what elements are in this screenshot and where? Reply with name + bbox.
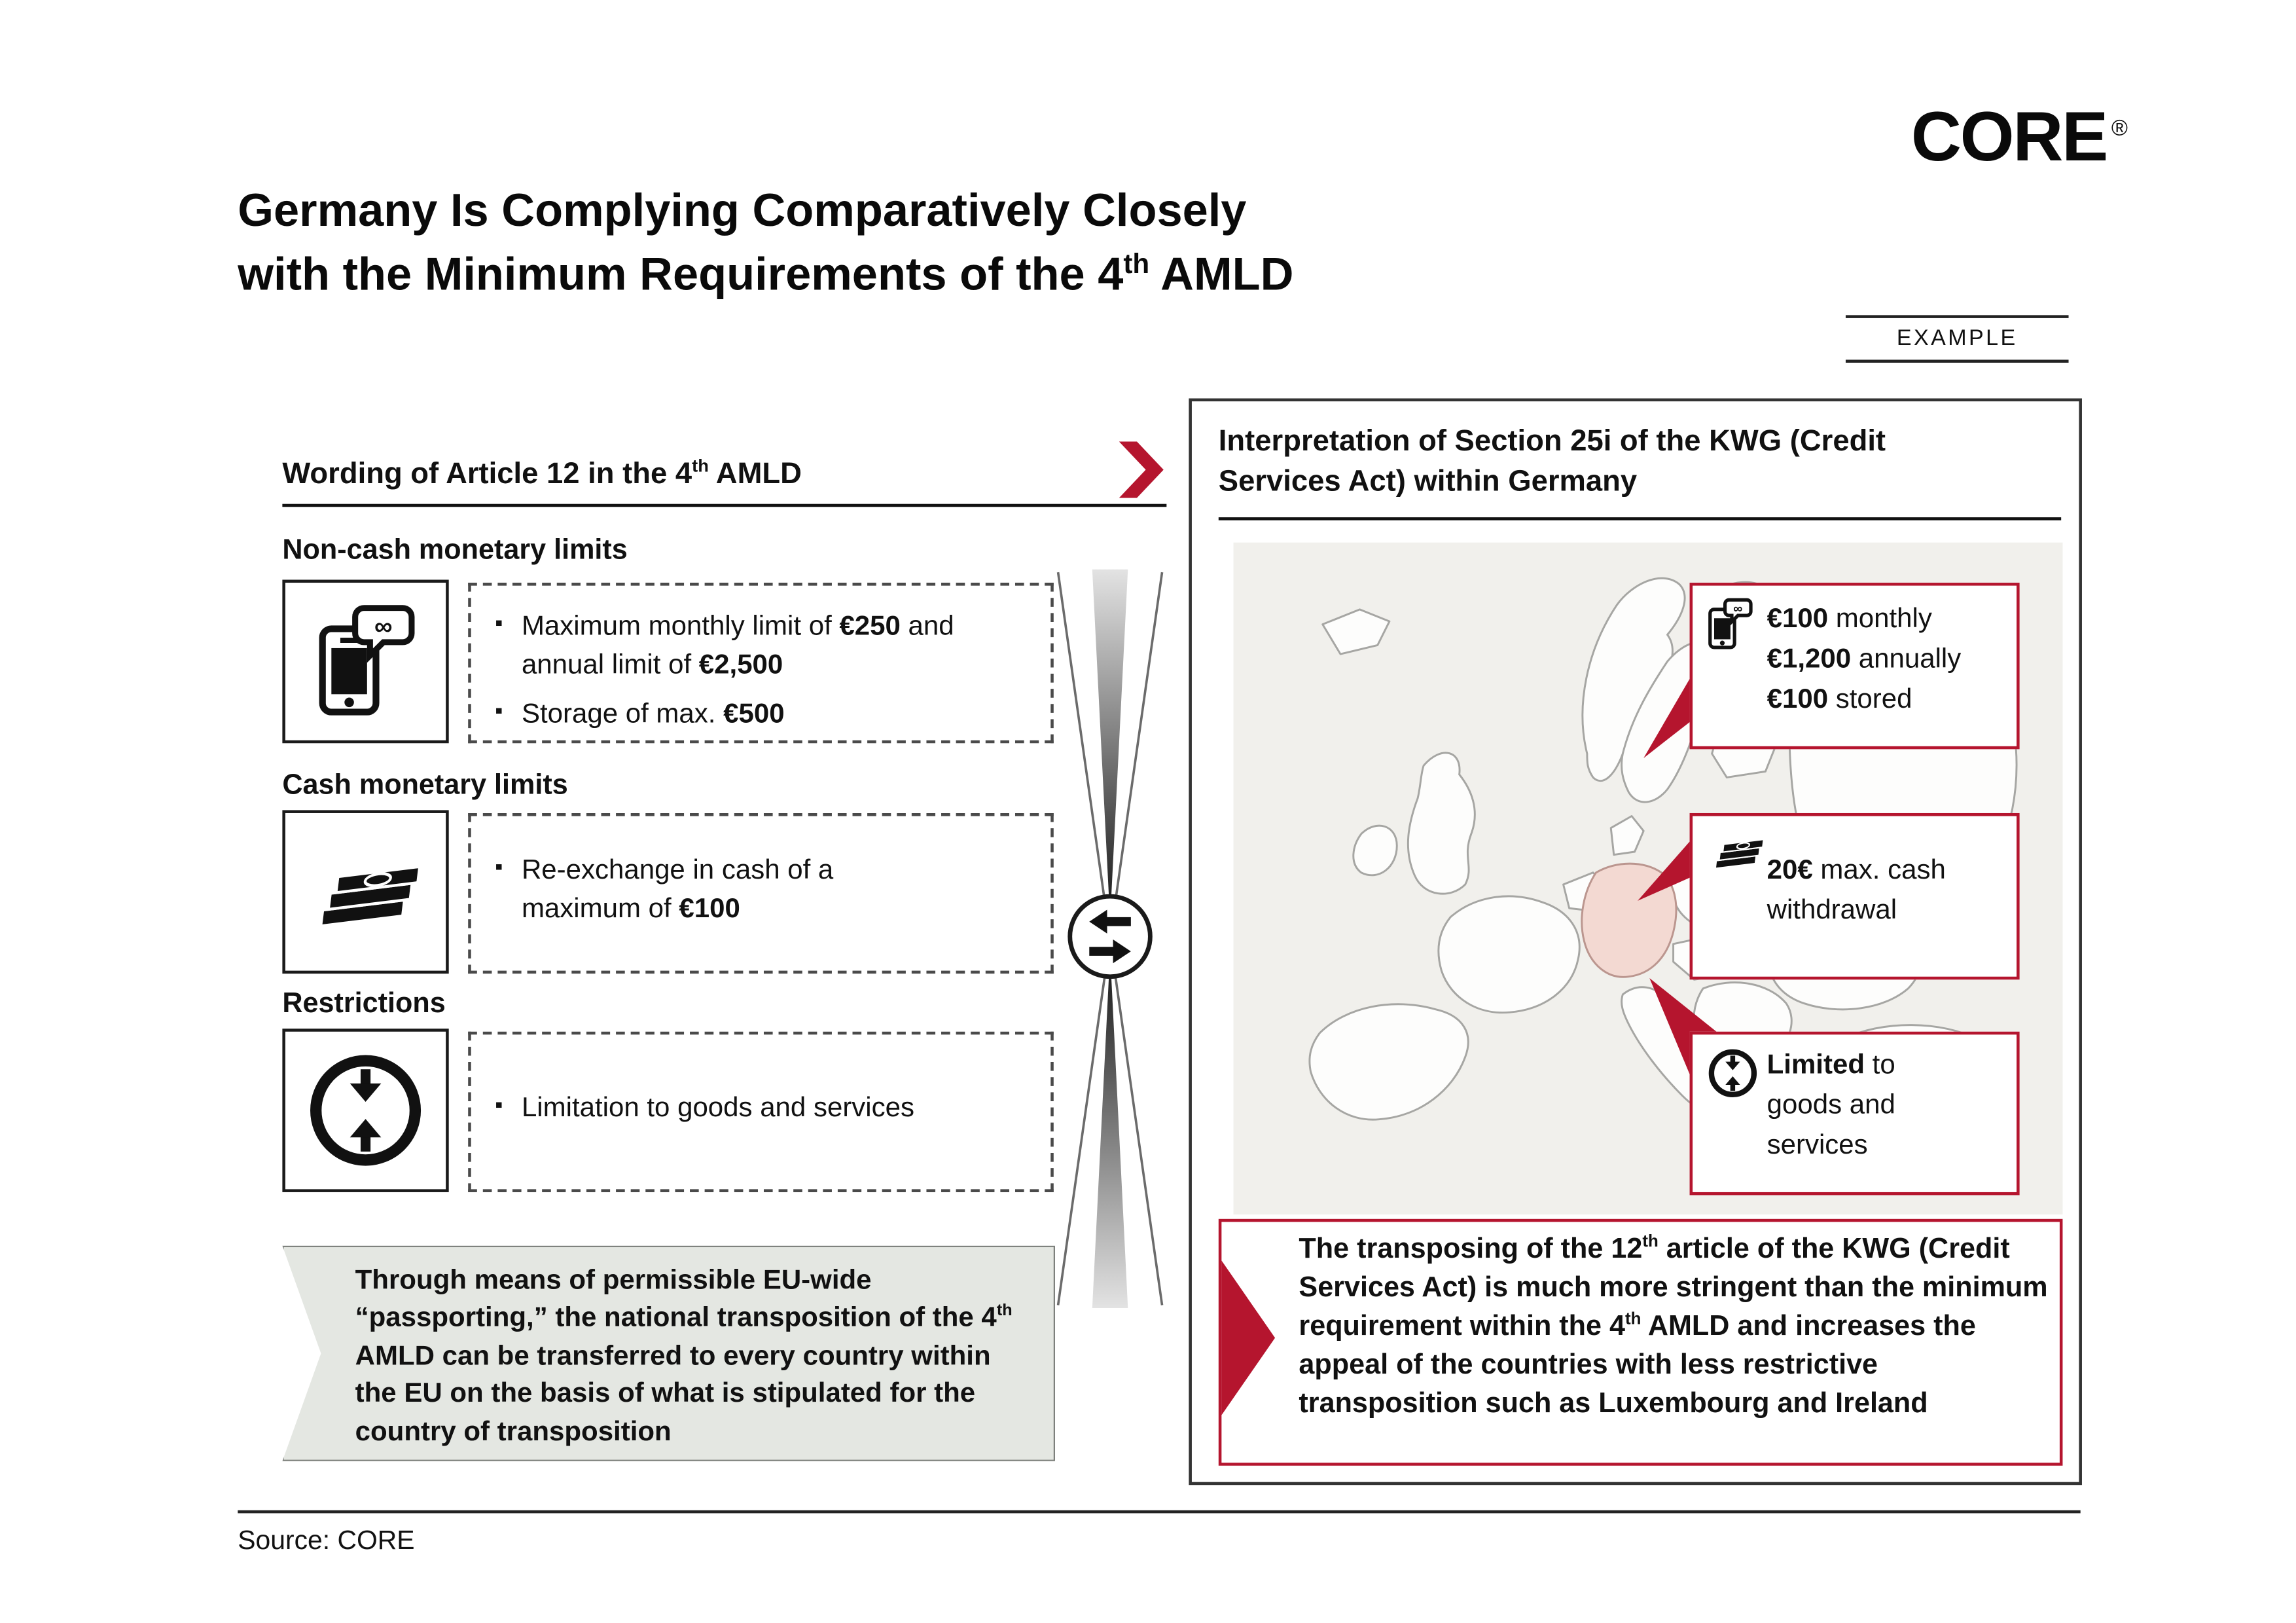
svg-text:∞: ∞ xyxy=(374,613,393,641)
noncash-icon-box: ∞ xyxy=(282,579,449,744)
restrictions-box: Limitation to goods and services xyxy=(468,1031,1054,1192)
bullet-item: Maximum monthly limit of €250 and annual… xyxy=(495,605,985,684)
summary-box: The transposing of the 12th article of t… xyxy=(1218,1218,2063,1466)
callout-line: €100 stored xyxy=(1767,682,1912,714)
footer-divider xyxy=(238,1510,2081,1514)
phone-chat-icon: ∞ xyxy=(319,605,415,716)
pointer-cash xyxy=(1638,839,1691,901)
bullet-text: Maximum monthly limit of €250 and annual… xyxy=(521,609,954,680)
callout-restrictions: Limited to goods and services xyxy=(1689,1031,2020,1195)
bullet-text: Limitation to goods and services xyxy=(521,1090,915,1122)
summary-arrow-icon xyxy=(1221,1260,1276,1415)
source-note: Source: CORE xyxy=(238,1525,415,1555)
callout-restrictions-text: Limited to goods and services xyxy=(1767,1034,1943,1164)
noncash-bullet-list: Maximum monthly limit of €250 and annual… xyxy=(495,605,1027,733)
restrictions-icon-box xyxy=(282,1029,449,1192)
exchange-icon xyxy=(1067,894,1153,979)
bullet-text: Re-exchange in cash of a maximum of €100 xyxy=(521,852,834,922)
passporting-note: Through means of permissible EU-wide “pa… xyxy=(282,1245,1056,1461)
iberia-shape xyxy=(1308,1003,1469,1121)
section-label-cash: Cash monetary limits xyxy=(282,770,568,801)
title-line-2: with the Minimum Requirements of the 4th… xyxy=(238,247,1294,301)
bullet-item: Storage of max. €500 xyxy=(495,693,985,733)
red-chevron-icon xyxy=(1119,441,1164,498)
denmark-shape xyxy=(1609,815,1645,856)
noncash-limits-box: Maximum monthly limit of €250 and annual… xyxy=(468,583,1054,744)
pointer-noncash xyxy=(1643,676,1691,758)
norway-shape xyxy=(1581,577,1686,782)
cash-icon-box xyxy=(282,810,449,974)
bullet-text: Storage of max. €500 xyxy=(521,697,785,729)
registered-mark-icon: ® xyxy=(2111,116,2128,142)
passporting-note-text: Through means of permissible EU-wide “pa… xyxy=(355,1263,1013,1446)
convergence-graphic xyxy=(1056,569,1164,1309)
phone-chat-icon: ∞ xyxy=(1708,598,1753,649)
iceland-shape xyxy=(1321,608,1391,655)
logo-text: CORE xyxy=(1910,96,2109,175)
callout-cash-text: 20€ max. cash withdrawal xyxy=(1767,816,1990,930)
bullet-item: Re-exchange in cash of a maximum of €100 xyxy=(495,848,844,927)
bullet-item: Limitation to goods and services xyxy=(495,1086,915,1126)
goods-restriction-icon xyxy=(310,1055,422,1166)
right-panel-heading-rule xyxy=(1218,517,2062,520)
goods-restriction-icon xyxy=(1708,1049,1757,1097)
summary-text: The transposing of the 12th article of t… xyxy=(1299,1233,2048,1420)
right-panel-heading: Interpretation of Section 25i of the KWG… xyxy=(1218,425,1886,498)
page-title: Germany Is Complying Comparatively Close… xyxy=(238,178,1293,306)
uk-shape xyxy=(1407,752,1476,895)
cash-limits-box: Re-exchange in cash of a maximum of €100 xyxy=(468,812,1054,974)
callout-cash: 20€ max. cash withdrawal xyxy=(1689,812,2020,980)
title-line-1: Germany Is Complying Comparatively Close… xyxy=(238,184,1247,237)
callout-noncash-text: €100 monthly €1,200 annually €100 stored xyxy=(1767,586,2017,718)
cash-bullet-list: Re-exchange in cash of a maximum of €100 xyxy=(495,848,844,938)
left-panel-heading: Wording of Article 12 in the 4th AMLD xyxy=(282,455,802,491)
example-tag: EXAMPLE xyxy=(1845,315,2069,363)
core-logo: CORE® xyxy=(1911,95,2128,177)
callout-noncash: ∞ €100 monthly €1,200 annually €100 stor… xyxy=(1689,583,2020,750)
france-shape xyxy=(1437,895,1581,1014)
left-panel-heading-rule xyxy=(282,503,1167,507)
callout-line: €1,200 annually xyxy=(1767,642,1962,674)
callout-line: Limited to goods and services xyxy=(1767,1048,1895,1159)
banknotes-icon xyxy=(1714,838,1765,869)
callout-line: 20€ max. cash withdrawal xyxy=(1767,853,1946,925)
section-label-noncash: Non-cash monetary limits xyxy=(282,535,628,567)
section-label-restrictions: Restrictions xyxy=(282,988,446,1020)
restrictions-bullet-list: Limitation to goods and services xyxy=(495,1086,915,1137)
banknotes-icon xyxy=(319,865,422,928)
svg-text:∞: ∞ xyxy=(1733,602,1742,616)
right-panel: Interpretation of Section 25i of the KWG… xyxy=(1189,398,2082,1486)
callout-line: €100 monthly xyxy=(1767,602,1932,634)
ireland-shape xyxy=(1352,824,1398,877)
